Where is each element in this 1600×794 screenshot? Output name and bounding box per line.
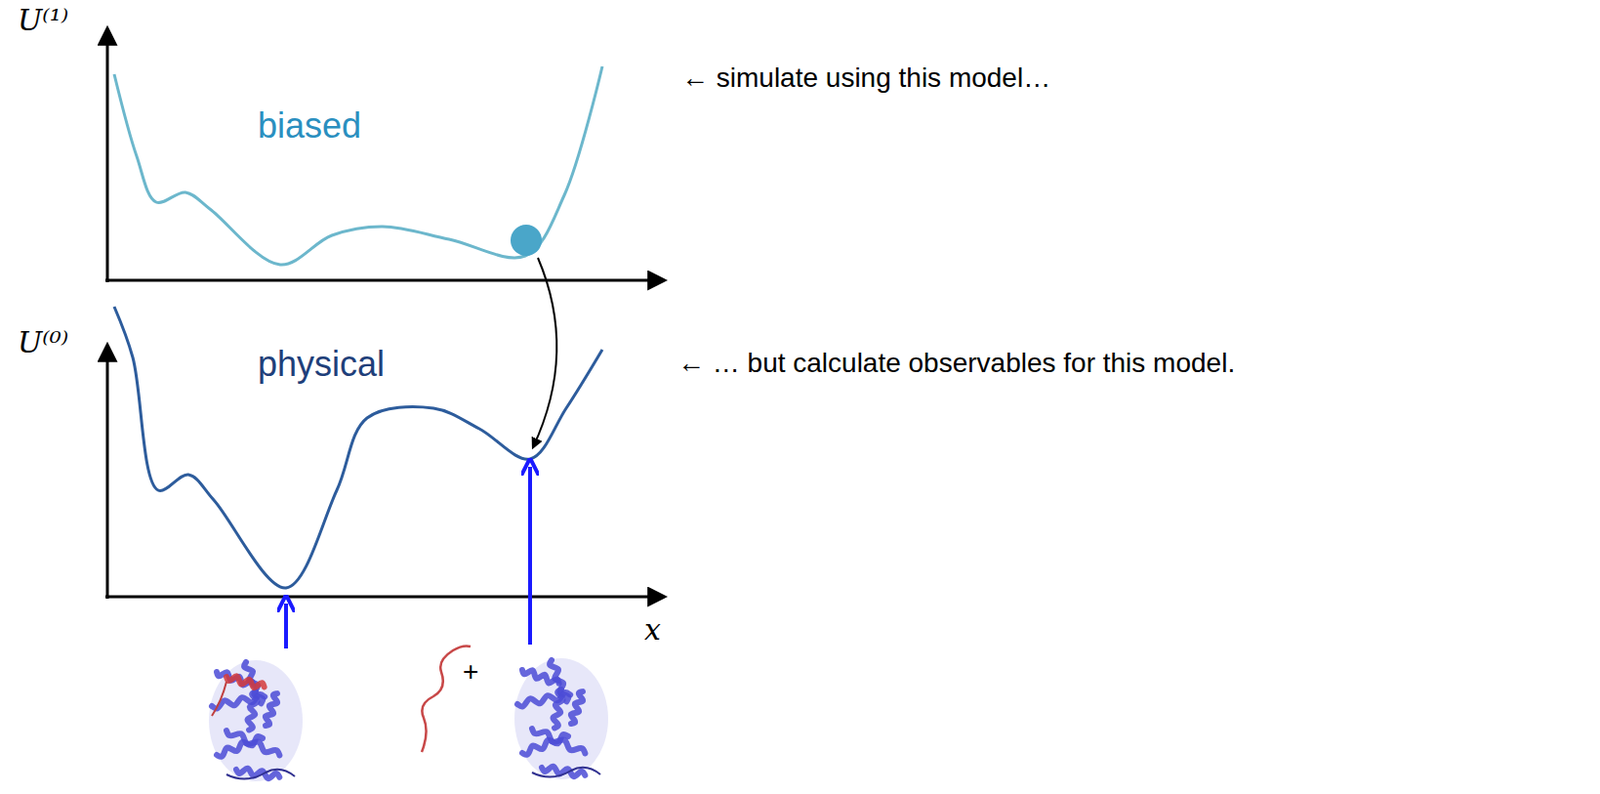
axis-label: U⁽⁰⁾: [17, 326, 69, 361]
protein-illustrations: [208, 646, 609, 782]
note: ← simulate using this model…: [681, 62, 1051, 94]
protein: [514, 657, 609, 780]
axes: [105, 29, 664, 599]
protein: [208, 659, 303, 781]
state-arrows: [286, 466, 531, 649]
biased-curve: [114, 66, 603, 265]
ball: [510, 224, 542, 256]
curve-label: physical: [257, 343, 385, 384]
axis-label: U⁽¹⁾: [17, 3, 69, 39]
axis-label: x: [644, 613, 661, 648]
curve-label: biased: [257, 105, 362, 146]
mapping-arrow: [533, 257, 557, 448]
note: ← … but calculate observables for this m…: [677, 347, 1235, 379]
plus-sign: +: [462, 656, 479, 688]
